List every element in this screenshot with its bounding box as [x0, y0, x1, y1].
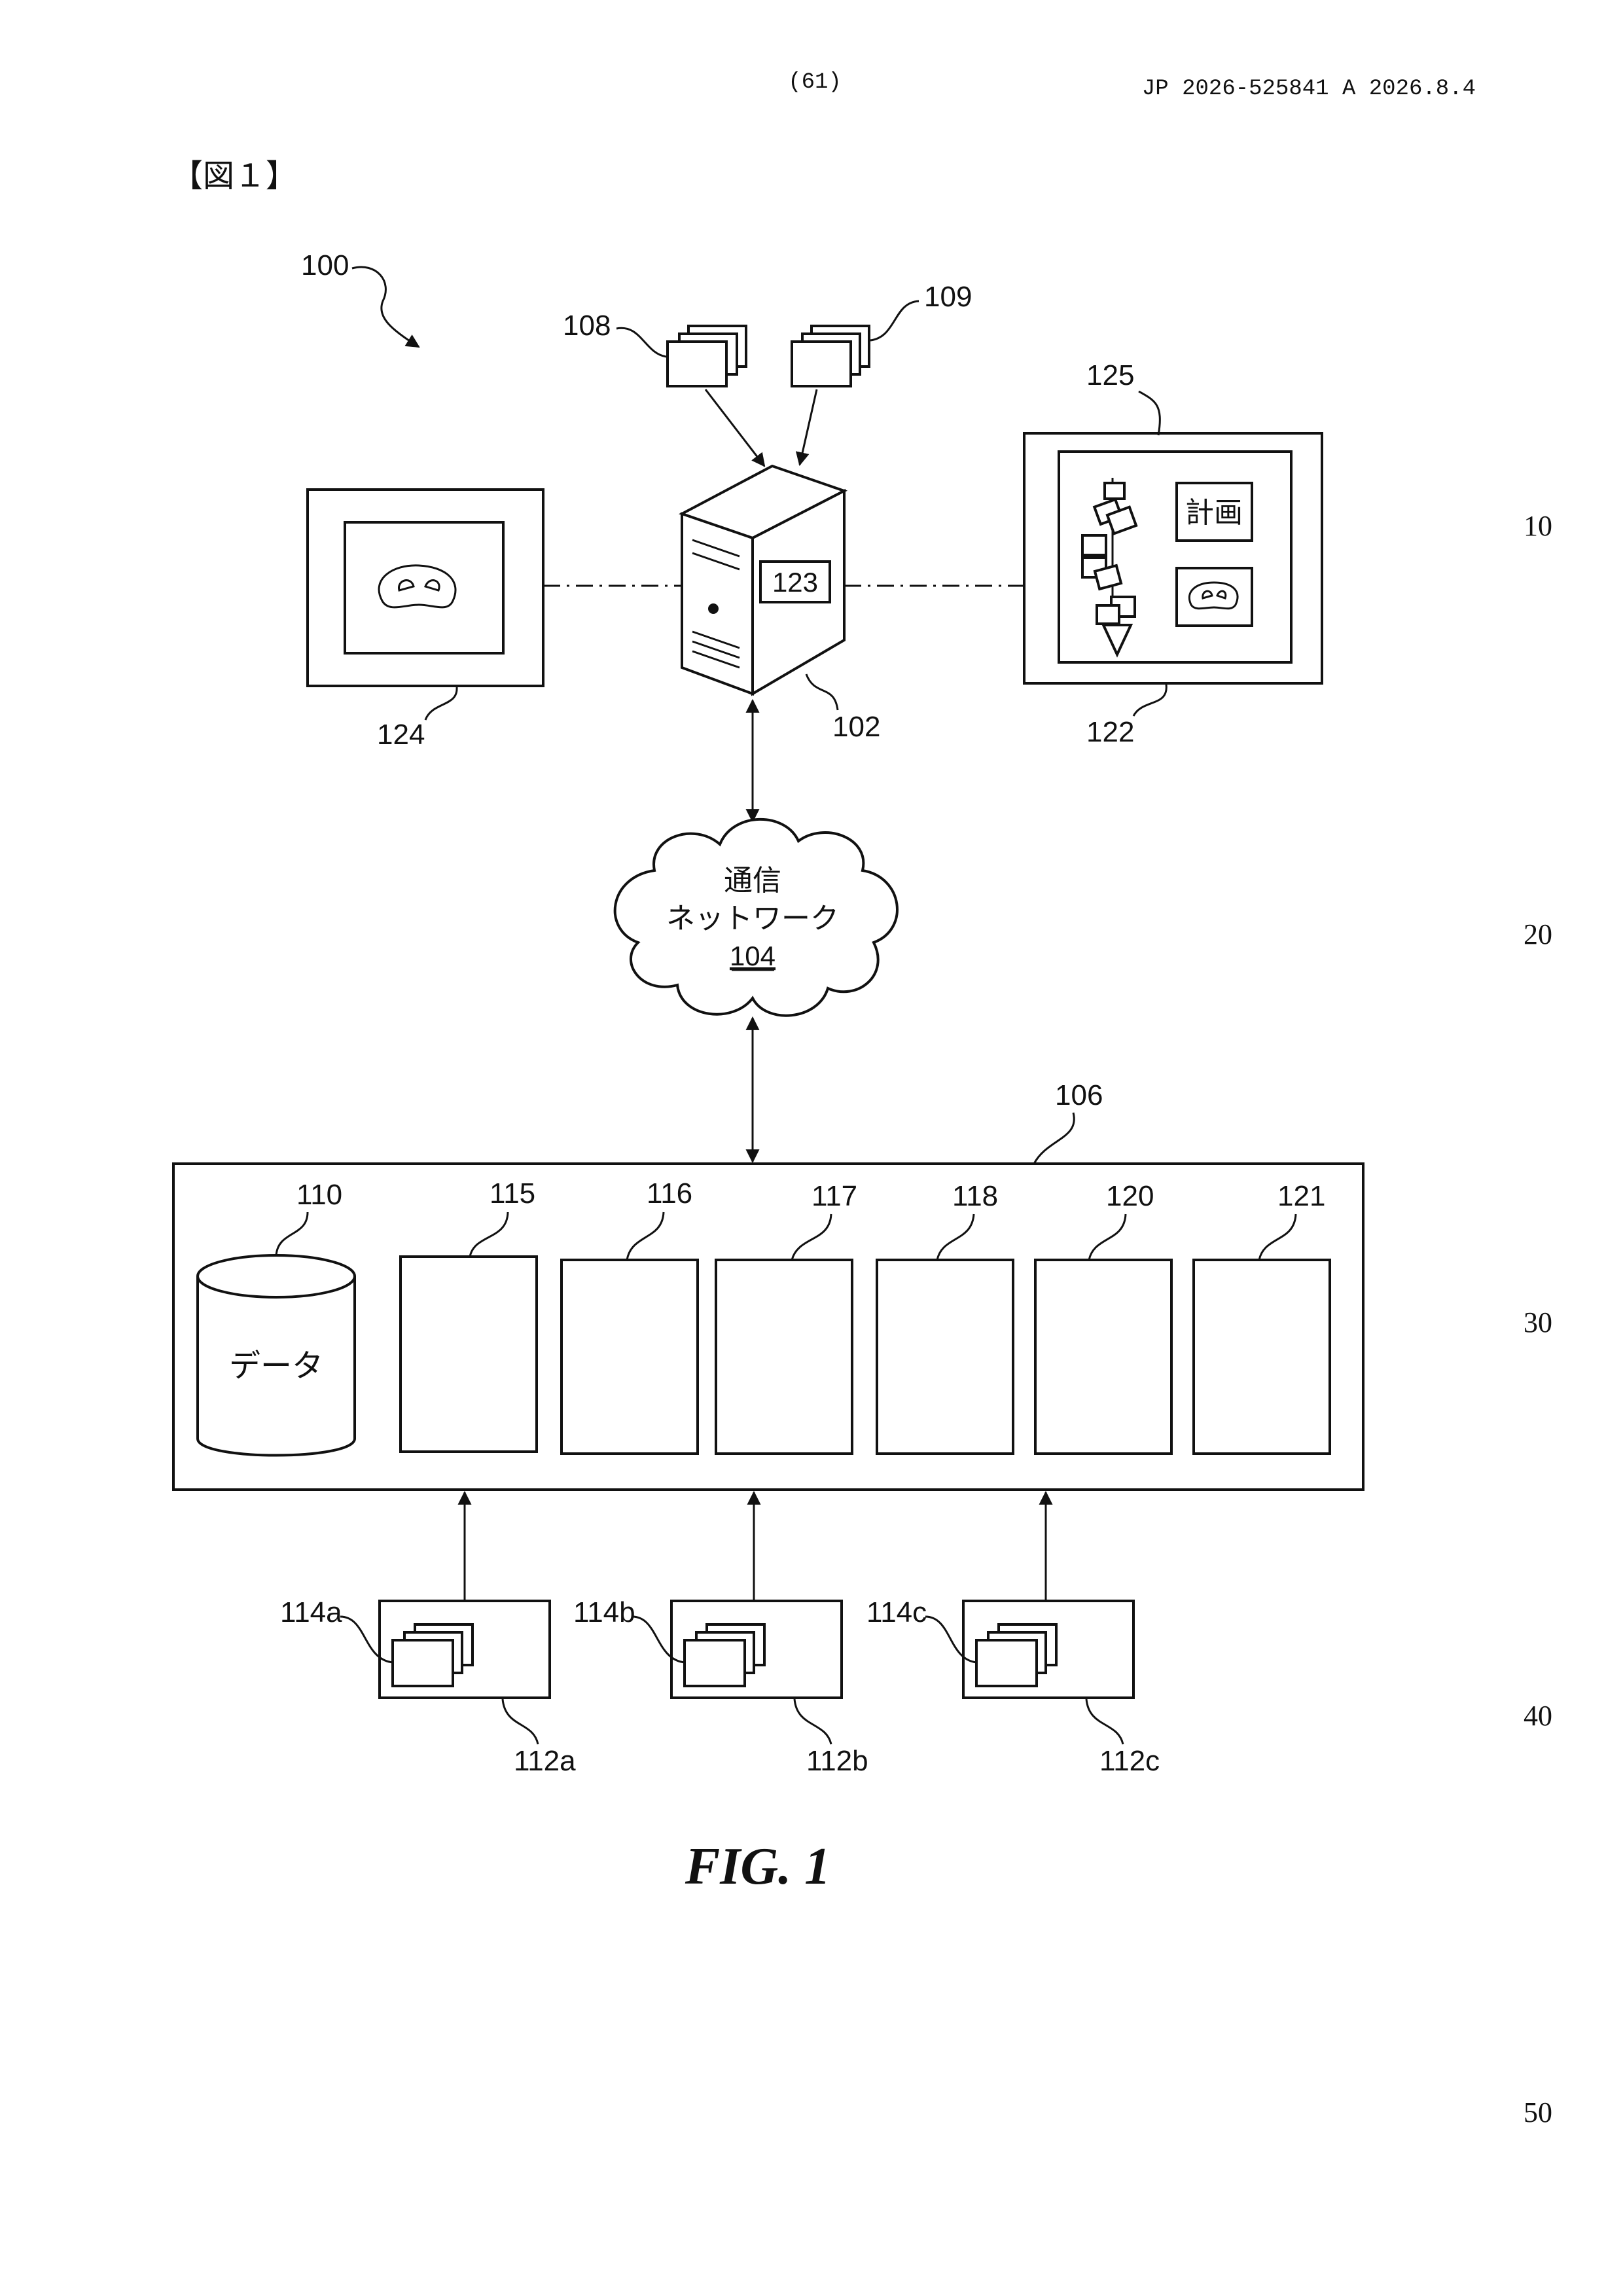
module-117-label: 117	[812, 1180, 857, 1212]
module-120-label: 120	[1106, 1180, 1154, 1212]
source-c-leader	[1086, 1699, 1123, 1744]
docs-b-label: 114b	[573, 1596, 635, 1628]
input-b-arrow	[800, 389, 817, 465]
docs-a-label: 114a	[280, 1596, 342, 1628]
page-number: (61)	[788, 70, 842, 95]
right-device-leader	[1133, 685, 1166, 716]
network-text-line1: 通信	[724, 864, 781, 897]
network-text-line2: ネットワーク	[666, 902, 839, 935]
platform-leader	[1034, 1113, 1074, 1164]
input-a-arrow	[705, 389, 764, 466]
source-a-leader	[503, 1699, 538, 1744]
line-number-30: 30	[1524, 1306, 1552, 1338]
right-screen-label: 125	[1086, 359, 1134, 391]
left-display-leader	[425, 687, 457, 720]
module-118	[877, 1260, 1013, 1454]
server-module-label: 123	[772, 567, 818, 598]
figure-tag: 【図１】	[171, 158, 297, 194]
input-a-label: 108	[563, 310, 611, 342]
network-number: 104	[730, 941, 776, 971]
line-number-40: 40	[1524, 1700, 1552, 1732]
module-115	[401, 1257, 537, 1452]
module-121	[1194, 1260, 1330, 1454]
platform-label: 106	[1055, 1079, 1103, 1111]
module-121-label: 121	[1277, 1180, 1325, 1212]
line-number-50: 50	[1524, 2096, 1552, 2128]
right-screen-leader	[1139, 391, 1160, 435]
docs-c-label: 114c	[866, 1596, 927, 1628]
module-115-label: 115	[490, 1177, 535, 1210]
database-text: データ	[229, 1348, 323, 1384]
publication-info: JP 2026-525841 A 2026.8.4	[1142, 77, 1476, 101]
system-label: 100	[301, 249, 349, 281]
source-a-label: 112a	[514, 1745, 576, 1777]
line-number-10: 10	[1524, 510, 1552, 542]
module-116-label: 116	[647, 1177, 692, 1210]
module-120	[1035, 1260, 1171, 1454]
left-display-screen	[345, 522, 503, 653]
right-device-label: 122	[1086, 716, 1134, 748]
server-leader	[806, 674, 838, 710]
plan-text: 計画	[1185, 496, 1243, 529]
input-b-label: 109	[924, 281, 972, 313]
source-b-label: 112b	[806, 1745, 868, 1777]
left-display-label: 124	[377, 719, 425, 751]
line-number-20: 20	[1524, 918, 1552, 950]
input-b-leader	[870, 301, 919, 340]
source-b-leader	[794, 1699, 831, 1744]
input-a-leader	[616, 328, 666, 357]
figure-caption: FIG. 1	[685, 1838, 830, 1895]
module-118-label: 118	[952, 1180, 998, 1212]
server-label: 102	[832, 711, 880, 743]
source-c-label: 112c	[1099, 1745, 1160, 1777]
module-117	[716, 1260, 852, 1454]
module-116	[562, 1260, 698, 1454]
anatomy-thumbnail-box	[1177, 568, 1252, 626]
database-label: 110	[296, 1179, 342, 1211]
input-document-stack-109	[792, 326, 869, 386]
system-pointer-arrow	[352, 267, 419, 347]
input-document-stack-108	[668, 326, 746, 386]
